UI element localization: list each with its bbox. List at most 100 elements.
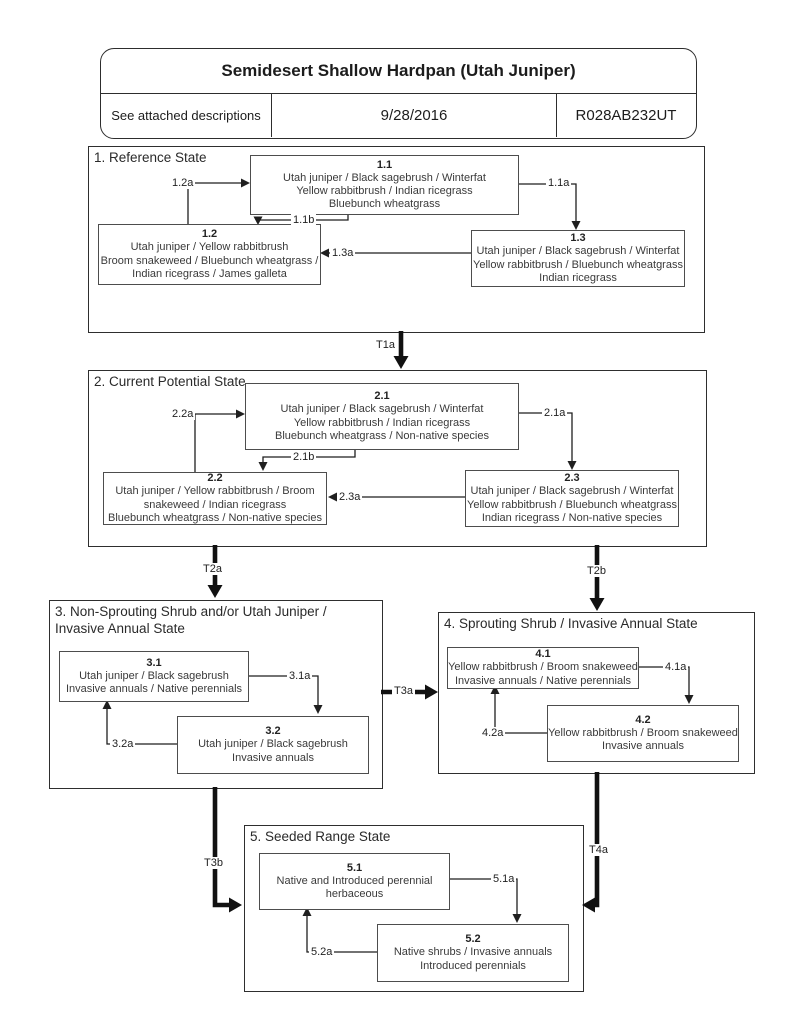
transition-T4a-arrowhead bbox=[582, 897, 595, 913]
community-box-2-2: 2.2 Utah juniper / Yellow rabbitbrush / … bbox=[103, 472, 327, 525]
transition-T1a-arrowhead bbox=[393, 356, 409, 369]
transition-label-T2b: T2b bbox=[585, 565, 608, 577]
community-box-2-1: 2.1 Utah juniper / Black sagebrush / Win… bbox=[245, 383, 519, 450]
pathway-label-4-2a: 4.2a bbox=[480, 727, 506, 739]
community-4-1-line: Invasive annuals / Native perennials bbox=[454, 674, 632, 687]
community-1-1-line: Utah juniper / Black sagebrush / Winterf… bbox=[283, 171, 486, 184]
community-3-2-id: 3.2 bbox=[265, 725, 281, 738]
pathway-2-2a-line bbox=[194, 413, 238, 472]
community-box-1-3: 1.3 Utah juniper / Black sagebrush / Win… bbox=[471, 230, 685, 287]
pathway-1-1a-line bbox=[517, 183, 577, 222]
community-2-2-line: Bluebunch wheatgrass / Non-native specie… bbox=[107, 511, 322, 524]
community-4-1-id: 4.1 bbox=[535, 648, 551, 661]
transition-label-T3a: T3a bbox=[392, 685, 415, 697]
community-2-3-line: Utah juniper / Black sagebrush / Winterf… bbox=[470, 485, 674, 498]
community-1-3-line: Utah juniper / Black sagebrush / Winterf… bbox=[476, 245, 680, 258]
community-box-3-1: 3.1 Utah juniper / Black sagebrush Invas… bbox=[59, 651, 249, 702]
community-5-1-line: Native and Introduced perennial bbox=[276, 874, 433, 887]
community-1-3-line: Indian ricegrass bbox=[539, 271, 617, 284]
community-box-1-1: 1.1 Utah juniper / Black sagebrush / Win… bbox=[250, 155, 519, 215]
community-2-2-line: snakeweed / Indian ricegrass bbox=[143, 498, 287, 511]
state-1-title: 1. Reference State bbox=[94, 150, 207, 165]
community-5-1-id: 5.1 bbox=[346, 861, 363, 874]
header-box: Semidesert Shallow Hardpan (Utah Juniper… bbox=[100, 48, 697, 139]
community-box-4-2: 4.2 Yellow rabbitbrush / Broom snakeweed… bbox=[547, 705, 739, 762]
community-1-1-id: 1.1 bbox=[376, 158, 393, 171]
community-3-1-line: Invasive annuals / Native perennials bbox=[65, 683, 243, 696]
community-5-1-line: herbaceous bbox=[325, 888, 384, 901]
transition-label-T2a: T2a bbox=[201, 563, 224, 575]
community-5-2-line: Introduced perennials bbox=[420, 959, 526, 972]
transition-label-T1a: T1a bbox=[374, 339, 397, 351]
pathway-1-2a-arrowhead bbox=[241, 178, 250, 188]
community-1-3-line: Yellow rabbitbrush / Bluebunch wheatgras… bbox=[473, 258, 683, 271]
community-2-3-id: 2.3 bbox=[564, 472, 580, 485]
pathway-2-3a-arrowhead bbox=[328, 492, 337, 502]
community-box-1-2: 1.2 Utah juniper / Yellow rabbitbrush Br… bbox=[98, 224, 321, 285]
community-1-2-line: Indian ricegrass / James galleta bbox=[132, 267, 287, 280]
community-1-1-line: Bluebunch wheatgrass bbox=[328, 198, 441, 211]
pathway-1-1b-arrowhead bbox=[253, 216, 263, 225]
transition-T2a-arrowhead bbox=[207, 585, 223, 598]
transition-T4a-line bbox=[594, 772, 600, 908]
pathway-3-2a-line bbox=[106, 708, 177, 745]
pathway-label-3-1a: 3.1a bbox=[287, 670, 313, 682]
header-date: 9/28/2016 bbox=[272, 94, 557, 137]
transition-label-T3b: T3b bbox=[202, 857, 225, 869]
pathway-label-2-2a: 2.2a bbox=[170, 408, 196, 420]
community-4-2-line: Invasive annuals bbox=[602, 740, 684, 753]
community-3-2-line: Invasive annuals bbox=[232, 751, 314, 764]
pathway-1-1b-line bbox=[258, 213, 349, 221]
community-4-2-id: 4.2 bbox=[635, 713, 651, 726]
community-3-2-line: Utah juniper / Black sagebrush bbox=[198, 738, 348, 751]
community-1-2-line: Broom snakeweed / Bluebunch wheatgrass / bbox=[100, 254, 319, 267]
pathway-label-5-2a: 5.2a bbox=[309, 946, 335, 958]
community-1-2-line: Utah juniper / Yellow rabbitbrush bbox=[130, 241, 289, 254]
pathway-label-1-1a: 1.1a bbox=[546, 177, 572, 189]
community-box-5-2: 5.2 Native shrubs / Invasive annuals Int… bbox=[377, 924, 569, 982]
community-2-2-line: Utah juniper / Yellow rabbitbrush / Broo… bbox=[115, 485, 315, 498]
pathway-label-1-2a: 1.2a bbox=[170, 177, 196, 189]
community-box-3-2: 3.2 Utah juniper / Black sagebrush Invas… bbox=[177, 716, 369, 774]
pathway-4-2a-arrowhead bbox=[490, 685, 500, 694]
community-5-2-line: Native shrubs / Invasive annuals bbox=[393, 946, 553, 959]
pathway-label-5-1a: 5.1a bbox=[491, 873, 517, 885]
pathway-4-1a-line bbox=[637, 666, 690, 696]
pathway-5-1a-line bbox=[448, 878, 518, 915]
pathway-label-1-1b: 1.1b bbox=[291, 214, 317, 226]
pathway-label-1-3a: 1.3a bbox=[330, 247, 356, 259]
pathway-label-4-1a: 4.1a bbox=[663, 661, 689, 673]
pathway-2-1b-arrowhead bbox=[258, 462, 268, 471]
community-4-2-line: Yellow rabbitbrush / Broom snakeweed bbox=[548, 726, 738, 739]
pathway-label-3-2a: 3.2a bbox=[110, 738, 136, 750]
header-site-code: R028AB232UT bbox=[575, 107, 677, 124]
community-box-2-3: 2.3 Utah juniper / Black sagebrush / Win… bbox=[465, 470, 679, 527]
pathway-5-1a-arrowhead bbox=[512, 914, 522, 923]
state-4-title: 4. Sprouting Shrub / Invasive Annual Sta… bbox=[444, 616, 698, 631]
header-divider bbox=[101, 93, 696, 94]
pathway-1-1a-arrowhead bbox=[571, 221, 581, 230]
pathway-5-2a-arrowhead bbox=[302, 907, 312, 916]
pathway-3-1a-arrowhead bbox=[313, 705, 323, 714]
transition-T3a-arrowhead bbox=[425, 684, 438, 700]
state-5-title: 5. Seeded Range State bbox=[250, 829, 391, 844]
transition-T2b-arrowhead bbox=[589, 598, 605, 611]
community-1-2-id: 1.2 bbox=[201, 228, 218, 241]
community-5-2-id: 5.2 bbox=[465, 933, 481, 946]
header-description-note: See attached descriptions bbox=[101, 94, 272, 137]
pathway-3-2a-arrowhead bbox=[102, 700, 112, 709]
pathway-5-2a-line bbox=[306, 915, 377, 953]
community-2-1-line: Yellow rabbitbrush / Indian ricegrass bbox=[293, 416, 471, 429]
community-4-1-line: Yellow rabbitbrush / Broom snakeweed bbox=[448, 661, 638, 674]
diagram-title: Semidesert Shallow Hardpan (Utah Juniper… bbox=[221, 61, 576, 80]
transition-label-T4a: T4a bbox=[587, 844, 610, 856]
community-3-1-line: Utah juniper / Black sagebrush bbox=[79, 669, 229, 682]
transition-T3b-line bbox=[212, 787, 230, 908]
state-3-title: 3. Non-Sprouting Shrub and/or Utah Junip… bbox=[55, 604, 327, 636]
community-2-3-line: Yellow rabbitbrush / Bluebunch wheatgras… bbox=[467, 498, 677, 511]
community-2-1-id: 2.1 bbox=[374, 390, 390, 403]
pathway-1-2a-line bbox=[187, 182, 242, 224]
pathway-label-2-1b: 2.1b bbox=[291, 451, 317, 463]
community-1-1-line: Yellow rabbitbrush / Indian ricegrass bbox=[296, 185, 473, 197]
community-1-3-id: 1.3 bbox=[570, 232, 586, 245]
